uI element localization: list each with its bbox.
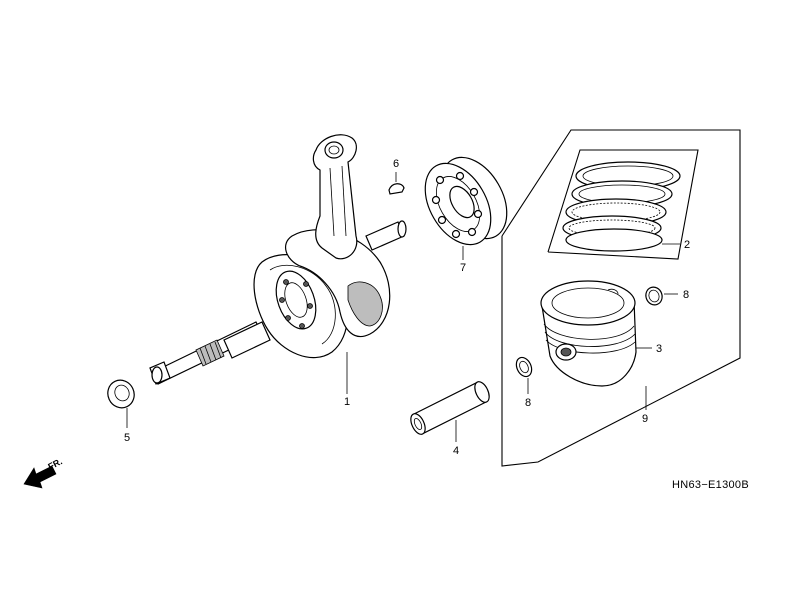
crankshaft[interactable] xyxy=(149,134,407,385)
callout-piston-pin-clip-lower: 8 xyxy=(525,397,531,409)
piston-pin-clip-lower[interactable] xyxy=(513,355,534,379)
callout-piston-pin: 4 xyxy=(453,445,459,457)
callout-piston-kit: 9 xyxy=(642,413,648,425)
thrust-washer[interactable] xyxy=(103,376,138,412)
woodruff-key[interactable] xyxy=(388,183,405,195)
piston-ring-set-outline xyxy=(547,149,699,260)
diagram-code: HN63−E1300B xyxy=(672,479,749,491)
piston-ring-set[interactable] xyxy=(562,161,681,252)
piston[interactable] xyxy=(540,280,637,387)
callout-radial-bearing: 7 xyxy=(460,262,466,274)
piston-kit-outline xyxy=(501,129,741,467)
front-indicator-label: FR. xyxy=(46,456,63,471)
callout-piston-pin-clip-right: 8 xyxy=(683,289,689,301)
piston-pin-clip-right[interactable] xyxy=(643,285,664,307)
callout-woodruff-key: 6 xyxy=(393,158,399,170)
callout-thrust-washer: 5 xyxy=(124,432,130,444)
front-arrow-icon xyxy=(23,465,57,489)
callout-piston-ring-set: 2 xyxy=(684,239,690,251)
radial-bearing[interactable] xyxy=(412,146,520,256)
callout-piston: 3 xyxy=(656,343,662,355)
callout-crankshaft: 1 xyxy=(344,396,350,408)
piston-pin[interactable] xyxy=(408,379,492,436)
